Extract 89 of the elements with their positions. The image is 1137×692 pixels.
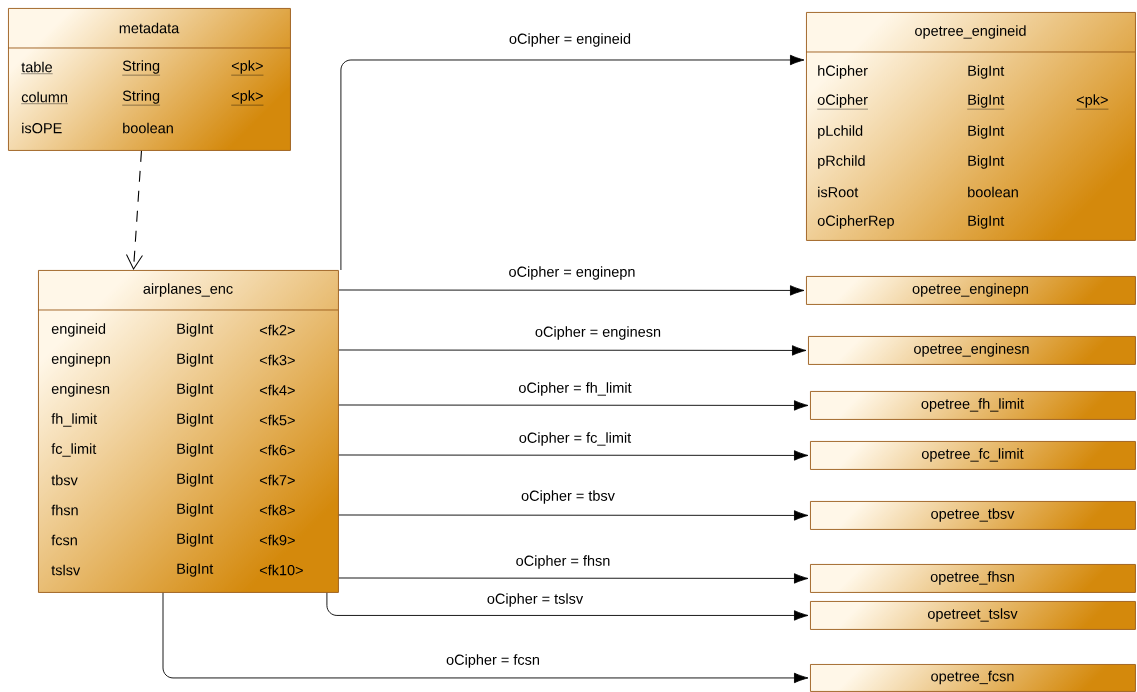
arrow <box>338 285 805 296</box>
edge-label: oCipher = engineid <box>507 32 633 48</box>
arrow <box>326 592 809 621</box>
arrow <box>338 573 809 584</box>
column-name: fc_limit <box>51 443 97 457</box>
key-tag: <fk9> <box>259 534 295 546</box>
key-tag: <fk5> <box>259 414 295 426</box>
key-tag: <fk4> <box>259 384 295 396</box>
column-name: enginesn <box>51 383 110 397</box>
column-type: BigInt <box>177 413 214 427</box>
column-type: boolean <box>968 186 1018 198</box>
table-box <box>810 664 1136 692</box>
key-tag: <fk8> <box>259 504 295 516</box>
table-title: opetree_fhsn <box>930 571 1014 585</box>
table-title: opetree_enginepn <box>912 283 1028 297</box>
edge-label: oCipher = fh_limit <box>517 381 633 397</box>
column-name: tbsv <box>51 474 78 486</box>
edge-label: oCipher = fcsn <box>445 653 541 669</box>
column-name: isOPE <box>22 122 62 134</box>
column-name: fhsn <box>51 504 78 516</box>
column-type: BigInt <box>968 155 1005 169</box>
key-tag: <pk> <box>231 60 264 76</box>
column-type: BigInt <box>177 563 214 577</box>
column-name: pRchild <box>818 155 865 169</box>
table-box <box>810 391 1136 420</box>
table-box <box>810 441 1136 470</box>
column-type: String <box>122 90 161 106</box>
column-name: fcsn <box>51 534 77 546</box>
table-title: opetree_engineid <box>915 25 1026 39</box>
key-tag: <pk> <box>231 90 264 106</box>
table-title: opetree_fh_limit <box>921 398 1024 412</box>
key-tag: <fk10> <box>259 564 303 576</box>
table-box <box>7 8 291 151</box>
table-box <box>805 12 1136 241</box>
column-name: table <box>21 61 53 74</box>
table-box <box>810 564 1136 593</box>
edge-label: oCipher = fc_limit <box>517 431 633 447</box>
table-title: opetree_tbsv <box>931 508 1015 522</box>
column-name: hCipher <box>818 65 868 79</box>
edge-label: oCipher = enginesn <box>533 325 663 341</box>
edge-label: oCipher = tbsv <box>520 489 616 505</box>
column-name: isRoot <box>818 186 859 198</box>
table-title: opetree_fc_limit <box>921 448 1024 462</box>
table-box <box>37 270 339 593</box>
column-name: oCipher <box>817 94 869 110</box>
column-type: BigInt <box>968 215 1005 229</box>
column-type: BigInt <box>177 533 214 547</box>
table-title: metadata <box>119 22 180 34</box>
column-name: tslsv <box>51 564 81 576</box>
column-type: BigInt <box>968 65 1005 79</box>
column-name: enginepn <box>51 353 110 367</box>
table-box <box>808 336 1136 365</box>
column-name: fh_limit <box>51 413 97 427</box>
column-name: engineid <box>51 323 106 337</box>
key-tag: <fk3> <box>259 354 295 366</box>
column-type: BigInt <box>177 503 214 517</box>
arrow <box>338 345 807 356</box>
column-name: column <box>21 91 69 104</box>
edge-label: oCipher = enginepn <box>507 265 637 281</box>
key-tag: <fk7> <box>259 474 295 486</box>
column-type: BigInt <box>177 473 214 487</box>
column-name: oCipherRep <box>817 215 894 229</box>
column-type: String <box>122 60 161 76</box>
column-type: BigInt <box>967 94 1005 110</box>
key-tag: <pk> <box>1076 94 1109 110</box>
arrow <box>126 150 143 270</box>
table-title: airplanes_enc <box>143 283 233 297</box>
column-type: BigInt <box>177 323 214 337</box>
table-box <box>810 501 1136 530</box>
table-title: opetreet_tslsv <box>928 608 1018 622</box>
column-name: pLchild <box>818 125 863 139</box>
table-box <box>810 601 1136 630</box>
table-title: opetree_enginesn <box>914 343 1029 357</box>
column-type: BigInt <box>177 353 214 367</box>
column-type: BigInt <box>177 383 214 397</box>
arrow <box>162 592 809 684</box>
table-box <box>806 276 1136 305</box>
edge-label: oCipher = tslsv <box>485 592 585 608</box>
edge-label: oCipher = fhsn <box>514 554 612 570</box>
arrow <box>338 400 809 411</box>
arrow <box>338 510 809 521</box>
column-type: boolean <box>123 122 173 134</box>
arrow <box>340 54 805 271</box>
column-type: BigInt <box>968 125 1005 139</box>
table-title: opetree_fcsn <box>931 670 1014 685</box>
key-tag: <fk6> <box>259 444 295 456</box>
column-type: BigInt <box>177 443 214 457</box>
arrow <box>338 450 809 461</box>
key-tag: <fk2> <box>259 324 295 336</box>
